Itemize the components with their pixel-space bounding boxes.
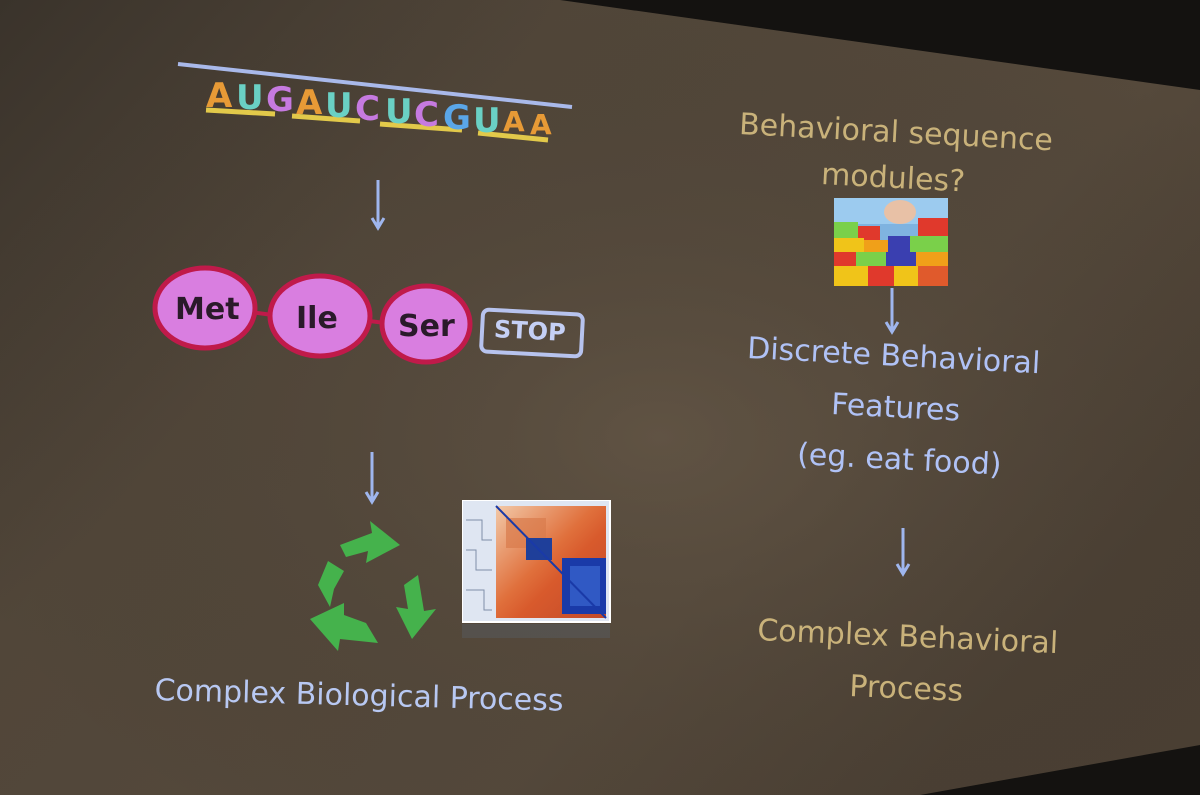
heatmap-image xyxy=(462,500,612,640)
residue-met: Met xyxy=(175,292,240,327)
lego-blocks-image xyxy=(834,198,950,288)
residue-ile: Ile xyxy=(296,301,338,336)
modules-line-2: modules? xyxy=(820,160,965,197)
process-line-2: Process xyxy=(849,672,964,707)
residue-ser: Ser xyxy=(398,309,455,344)
stop-label: STOP xyxy=(493,317,566,345)
recycle-arrows-icon xyxy=(300,515,440,655)
features-line-2: Features xyxy=(830,390,960,427)
